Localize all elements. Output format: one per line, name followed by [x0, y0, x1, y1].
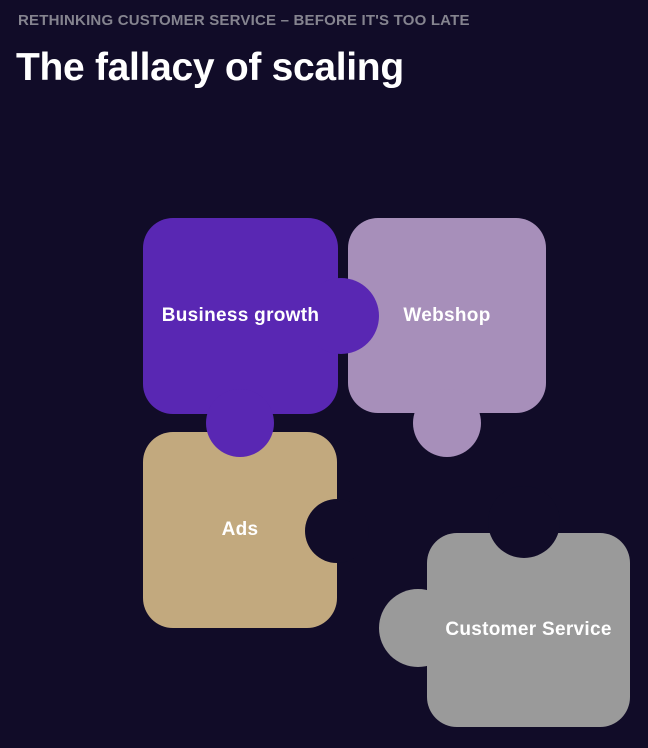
puzzle-piece-label: Ads [221, 519, 259, 540]
puzzle-piece-body [348, 218, 546, 413]
puzzle-piece-label: Business growth [161, 305, 320, 326]
slide-kicker: RETHINKING CUSTOMER SERVICE – BEFORE IT'… [18, 12, 470, 29]
puzzle-piece-body [427, 533, 630, 727]
puzzle-knob-bottom [413, 389, 481, 457]
puzzle-piece-business-growth: Business growth [143, 218, 379, 457]
puzzle-knob-bottom [206, 389, 274, 457]
puzzle-piece-label: Webshop [403, 304, 491, 326]
puzzle-notch-right [305, 499, 369, 563]
puzzle-knob-left [379, 589, 457, 667]
slide-title: The fallacy of scaling [16, 46, 404, 89]
puzzle-knob-right [303, 278, 379, 354]
puzzle-piece-ads: Ads [143, 432, 369, 628]
puzzle-piece-body [143, 432, 337, 628]
puzzle-notch-top [488, 486, 560, 558]
puzzle-piece-webshop: Webshop [348, 218, 546, 457]
puzzle-piece-customer-service: Customer Service [379, 486, 630, 727]
puzzle-piece-label: Customer Service [445, 619, 612, 640]
